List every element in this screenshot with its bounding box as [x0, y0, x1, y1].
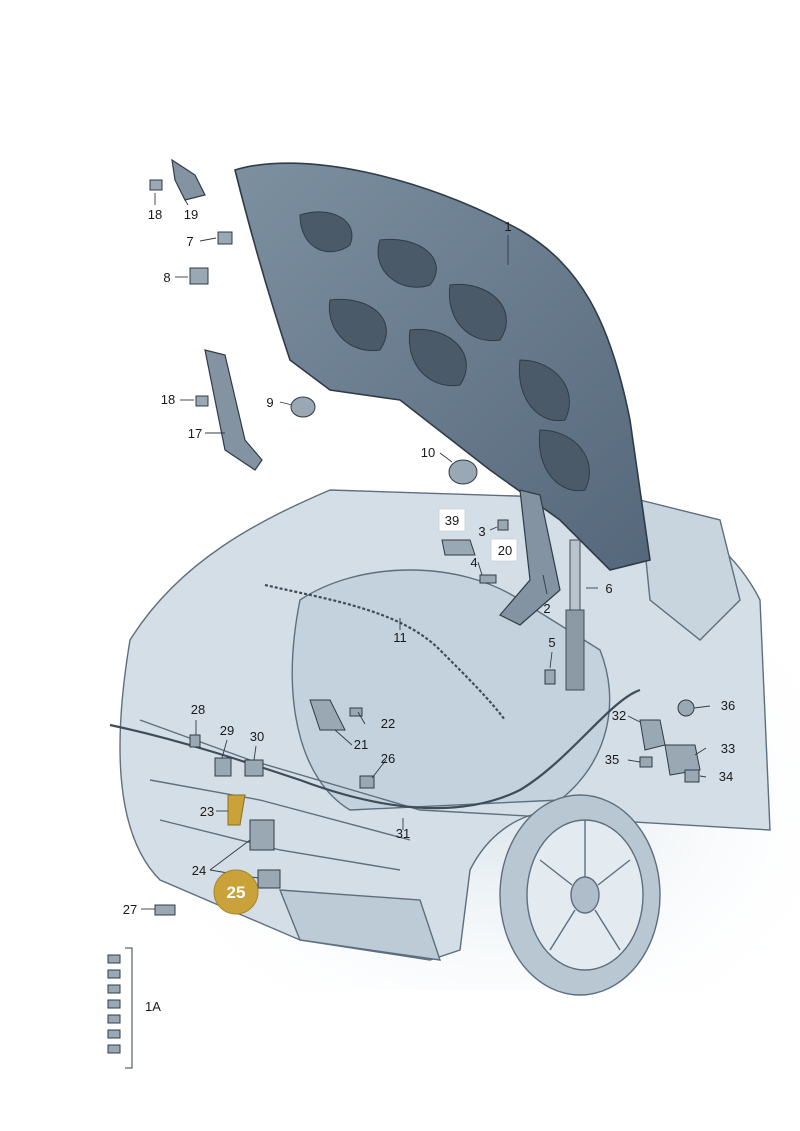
label-boxes	[438, 508, 518, 562]
part-33	[664, 744, 701, 776]
part-23-highlight	[227, 794, 246, 826]
part-29	[214, 757, 232, 777]
part-5	[544, 669, 556, 685]
callout-3: 3	[478, 524, 485, 539]
kit-1A-bolts	[107, 954, 121, 1054]
callout-25: 25	[227, 883, 246, 902]
kit-1A-bracket	[125, 947, 133, 1069]
callout-30: 30	[250, 729, 264, 744]
part-18-mid	[195, 395, 209, 407]
callout-labels: 1 1A 2 3 4 5 6 7 8 9 10 11 17 18 18 19 2…	[123, 207, 735, 1014]
gas-strut	[565, 539, 585, 691]
hood-hinge	[499, 489, 561, 626]
part-27	[154, 904, 176, 916]
part-26	[359, 775, 375, 789]
part-8	[189, 267, 209, 285]
small-parts	[149, 179, 701, 916]
callout-26: 26	[381, 751, 395, 766]
callout-22: 22	[381, 716, 395, 731]
callout-32: 32	[612, 708, 626, 723]
callout-6: 6	[605, 581, 612, 596]
callout-20: 20	[498, 543, 512, 558]
callout-11: 11	[393, 630, 407, 645]
part-30	[244, 759, 264, 777]
part-34	[684, 769, 700, 783]
bracket-17	[204, 349, 263, 471]
callout-8: 8	[163, 270, 170, 285]
callout-9: 9	[266, 395, 273, 410]
part-32	[639, 719, 666, 751]
part-3	[497, 519, 509, 531]
leader-lines	[141, 193, 711, 910]
callout-1A: 1A	[145, 999, 161, 1014]
callout-7: 7	[186, 234, 193, 249]
part-28	[189, 734, 201, 748]
callout-35: 35	[605, 752, 619, 767]
part-10	[448, 459, 478, 485]
bracket-19	[171, 158, 206, 201]
front-wheel	[499, 794, 661, 996]
callout-24: 24	[192, 863, 206, 878]
callout-23: 23	[200, 804, 214, 819]
highlight-badge-25: 25	[213, 869, 259, 915]
callout-19: 19	[184, 207, 198, 222]
callout-1: 1	[504, 219, 511, 234]
part-18-top	[149, 179, 163, 191]
part-22	[349, 707, 363, 717]
callout-5: 5	[548, 635, 555, 650]
callout-28: 28	[191, 702, 205, 717]
car-body	[119, 489, 771, 961]
part-24	[249, 819, 275, 851]
callout-36: 36	[721, 698, 735, 713]
callout-27: 27	[123, 902, 137, 917]
part-7	[217, 231, 233, 245]
callout-18-mid: 18	[161, 392, 175, 407]
part-21	[309, 699, 346, 731]
callout-39: 39	[445, 513, 459, 528]
part-35	[639, 756, 653, 768]
callout-34: 34	[719, 769, 733, 784]
part-39	[441, 539, 476, 556]
engine-hood	[234, 162, 651, 571]
part-25	[257, 869, 281, 889]
part-36	[677, 699, 695, 717]
callout-31: 31	[396, 826, 410, 841]
callout-2: 2	[543, 601, 550, 616]
part-4	[479, 574, 497, 584]
part-9	[290, 396, 316, 418]
callout-29: 29	[220, 723, 234, 738]
callout-17: 17	[188, 426, 202, 441]
callout-4: 4	[470, 555, 477, 570]
callout-10: 10	[421, 445, 435, 460]
callout-18-top: 18	[148, 207, 162, 222]
callout-21: 21	[354, 737, 368, 752]
cables-and-seals	[109, 583, 641, 810]
callout-33: 33	[721, 741, 735, 756]
